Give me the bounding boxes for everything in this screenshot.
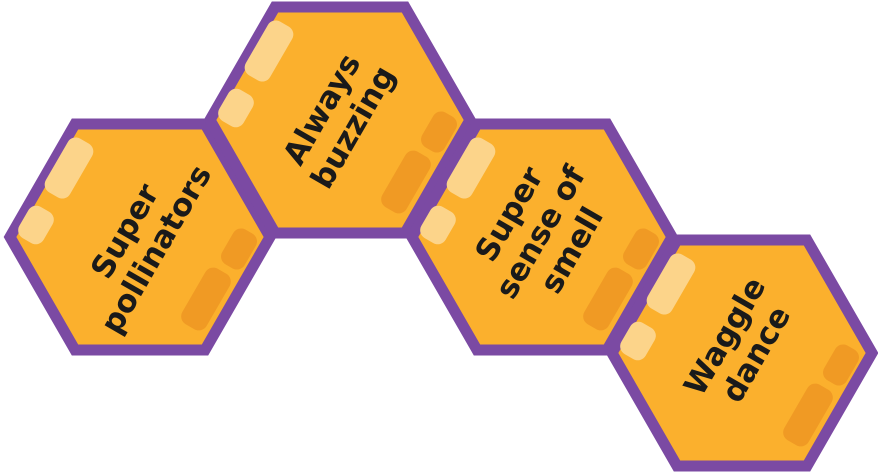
hexagon-shade <box>583 267 633 331</box>
hexagon-always-buzzing: Alwaysbuzzing <box>203 1 477 239</box>
hexagon-highlight <box>646 253 696 315</box>
hexagon-shade <box>421 111 457 153</box>
hexagon-highlight <box>18 205 54 245</box>
hexagon-highlight <box>620 321 656 361</box>
hexagon-shade <box>381 150 431 214</box>
hexagon-shade <box>181 267 231 331</box>
hexagon-highlight <box>244 20 294 82</box>
hexagon-super-sense-of-smell: Supersense ofsmell <box>405 118 679 356</box>
hexagon-highlight <box>44 137 94 199</box>
hexagon-super-pollinators: Superpollinators <box>3 118 277 356</box>
hexagon-shade <box>623 228 659 270</box>
hexagon-highlight <box>446 137 496 199</box>
hexagon-highlight <box>420 205 456 245</box>
hexagon-shade <box>783 383 833 447</box>
hexagon-highlight <box>218 88 254 128</box>
hexagon-shade <box>823 344 859 386</box>
hexagon-waggle-dance: Waggledance <box>605 234 878 472</box>
hexagon-shade <box>221 228 257 270</box>
